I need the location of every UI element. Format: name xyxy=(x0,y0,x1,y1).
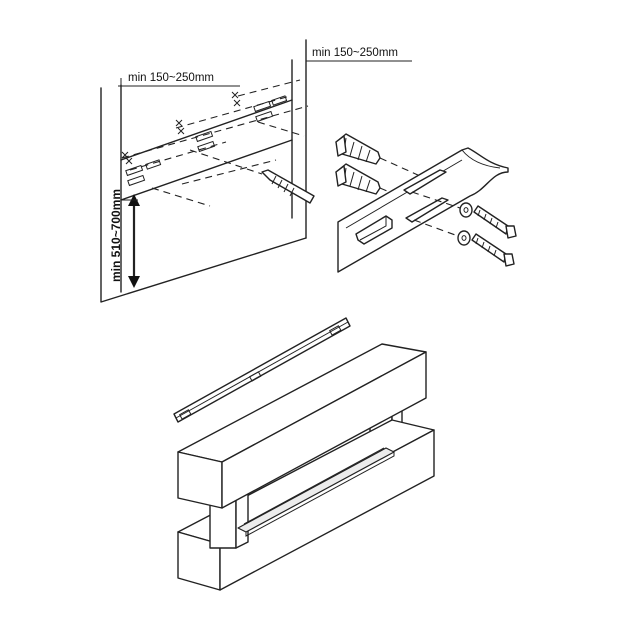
dim-right-top-text: min 150~250mm xyxy=(312,47,398,59)
dimension-right-top: min 150~250mm xyxy=(306,47,412,62)
dimension-height-arrow: min 510~700mm xyxy=(109,189,140,288)
wall-slots xyxy=(125,95,288,187)
fire-tray xyxy=(237,447,395,537)
pencil-icon xyxy=(261,169,315,204)
dimension-left-top: min 150~250mm xyxy=(118,72,240,94)
wall-bracket-outline xyxy=(120,99,293,201)
drill-marks xyxy=(121,91,241,165)
fireplace-top-shelf xyxy=(177,343,427,509)
alignment-dashed-lines xyxy=(121,79,309,207)
mounting-bracket-bar xyxy=(173,317,351,423)
dim-height-text: min 510~700mm xyxy=(109,189,123,282)
dim-left-top-text: min 150~250mm xyxy=(128,72,214,84)
screw-dashed-lines xyxy=(411,191,461,237)
screw-icon xyxy=(471,205,517,267)
washer-icon xyxy=(457,202,473,246)
bracket-plate xyxy=(337,147,509,273)
wall-plug-icon xyxy=(335,133,381,195)
